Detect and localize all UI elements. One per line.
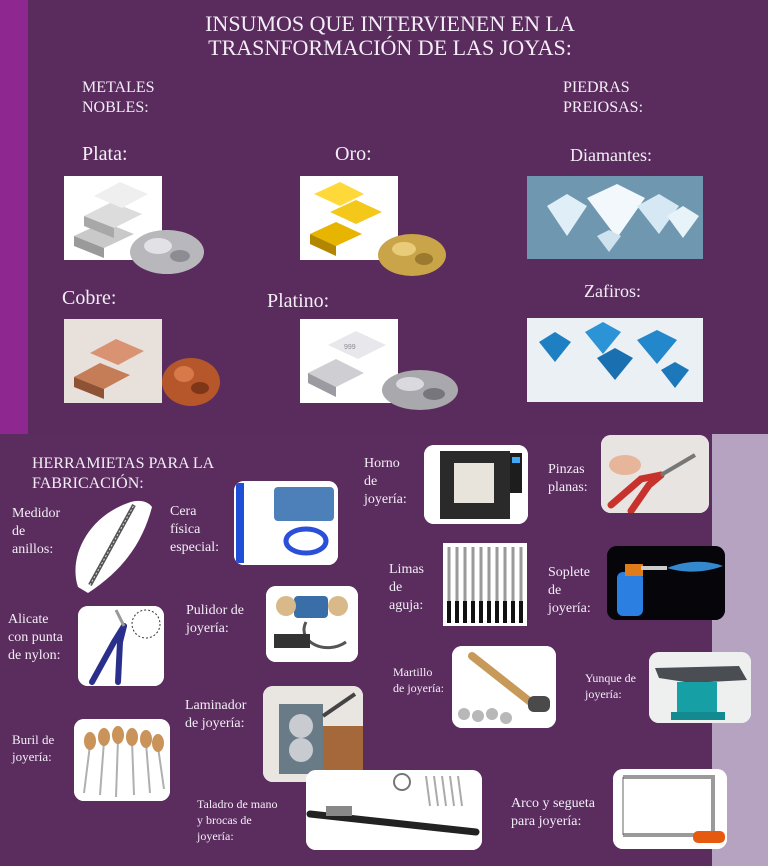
plata-label: Plata: bbox=[82, 143, 128, 165]
pliers-image bbox=[601, 435, 709, 513]
platino-label: Platino: bbox=[267, 290, 330, 312]
platino-image: 999 bbox=[300, 319, 398, 403]
stones-heading: PIEDRAS PREIOSAS: bbox=[563, 79, 644, 116]
hammer-image bbox=[452, 646, 556, 728]
graver-image bbox=[74, 719, 170, 801]
rolling-mill-image bbox=[263, 686, 363, 782]
diamantes-image bbox=[527, 176, 703, 259]
saw-frame-image bbox=[613, 769, 727, 849]
medidor-label: Medidor de anillos: bbox=[12, 506, 61, 557]
furnace-image bbox=[424, 445, 528, 524]
needle-files-image bbox=[443, 543, 527, 626]
arco-label: Arco y segueta para joyería: bbox=[511, 796, 595, 829]
plata-nugget bbox=[128, 224, 206, 276]
diamantes-label: Diamantes: bbox=[570, 145, 652, 165]
torch-image bbox=[607, 546, 725, 620]
cera-label: Cera física especial: bbox=[170, 504, 219, 555]
page-title: INSUMOS QUE INTERVIENEN EN LA TRASNFORMA… bbox=[205, 11, 575, 60]
left-accent-strip bbox=[0, 0, 28, 434]
alicate-label: Alicate con punta de nylon: bbox=[8, 612, 63, 663]
cobre-nugget bbox=[160, 352, 222, 408]
polisher-image bbox=[266, 586, 358, 662]
cobre-image bbox=[64, 319, 162, 403]
platino-nugget bbox=[380, 366, 460, 412]
cobre-label: Cobre: bbox=[62, 287, 117, 309]
horno-label: Horno de joyería: bbox=[364, 456, 407, 507]
metals-heading: METALES NOBLES: bbox=[82, 79, 155, 116]
hand-drill-image bbox=[306, 770, 482, 850]
zafiros-image bbox=[527, 318, 703, 402]
nylon-pliers-image bbox=[78, 606, 164, 686]
soplete-label: Soplete de joyería: bbox=[548, 565, 591, 616]
limas-label: Limas de aguja: bbox=[389, 562, 424, 613]
anvil-image bbox=[649, 652, 751, 723]
wax-image bbox=[234, 481, 338, 565]
tools-heading: HERRAMIETAS PARA LA FABRICACIÓN: bbox=[32, 455, 215, 492]
yunque-label: Yunque de joyería: bbox=[585, 671, 636, 701]
svg-text:999: 999 bbox=[344, 344, 356, 351]
pulidor-label: Pulidor de joyería: bbox=[186, 603, 244, 636]
martillo-label: Martillo de joyería: bbox=[393, 665, 444, 695]
zafiros-label: Zafiros: bbox=[584, 281, 641, 301]
oro-nugget bbox=[376, 228, 448, 278]
buril-label: Buril de joyería: bbox=[12, 732, 55, 764]
oro-label: Oro: bbox=[335, 143, 372, 165]
taladro-label: Taladro de mano y brocas de joyería: bbox=[197, 797, 278, 843]
laminador-label: Laminador de joyería: bbox=[185, 698, 247, 731]
pinzas-label: Pinzas planas: bbox=[548, 462, 588, 495]
ring-sizer-image bbox=[68, 497, 154, 597]
